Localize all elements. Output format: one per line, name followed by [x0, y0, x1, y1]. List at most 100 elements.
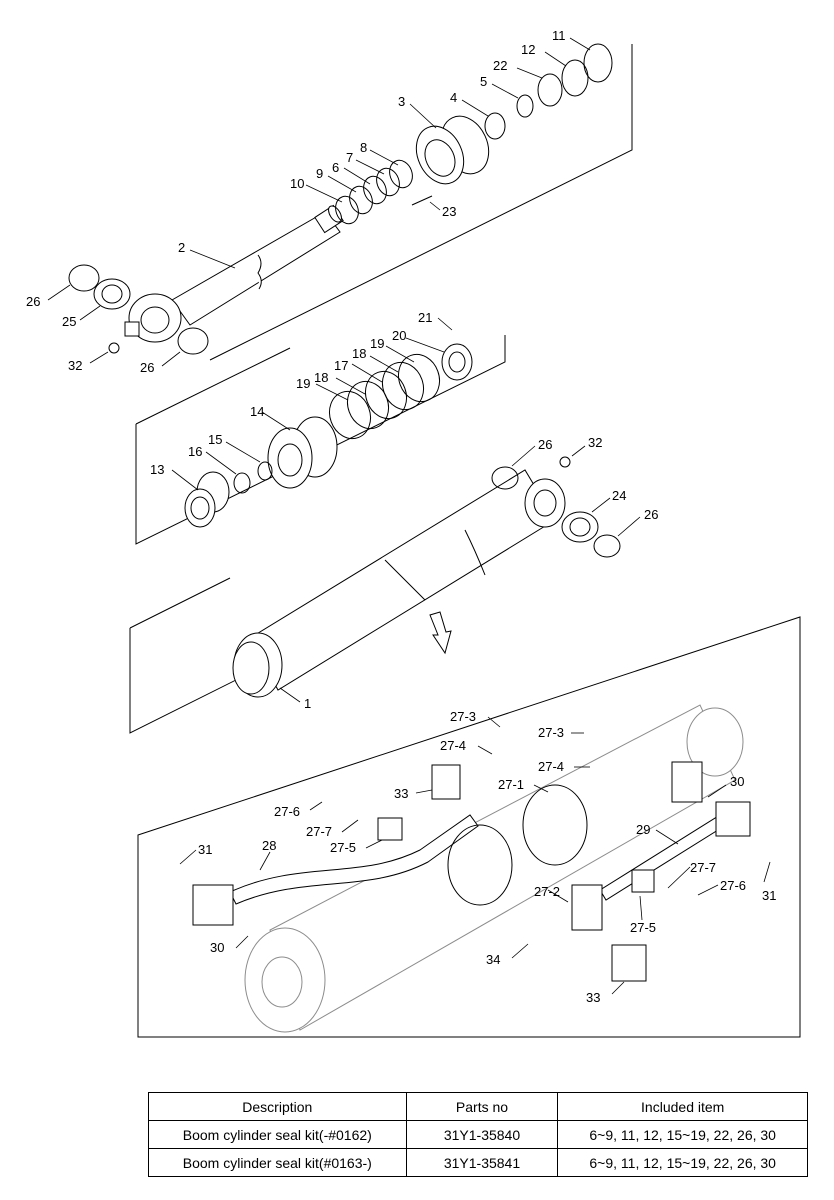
label-27-5b: 27-5 [630, 920, 656, 935]
label-32b: 32 [588, 435, 602, 450]
label-27-2: 27-2 [534, 884, 560, 899]
part-labels: 11 12 22 5 4 3 8 7 6 9 10 23 2 26 25 32 … [26, 28, 776, 1005]
label-30b: 30 [210, 940, 224, 955]
flange-30a [671, 761, 703, 803]
label-20: 20 [392, 328, 406, 343]
ring-26a [68, 264, 100, 292]
ring-11 [583, 43, 613, 83]
cell-description: Boom cylinder seal kit(-#0162) [148, 1120, 407, 1149]
label-26c: 26 [538, 437, 552, 452]
seal-kit-table: Description Parts no Included item Boom … [148, 1092, 808, 1177]
piston-rod [171, 204, 344, 326]
label-24: 24 [612, 488, 626, 503]
label-27-1: 27-1 [498, 777, 524, 792]
label-3: 3 [398, 94, 405, 109]
label-27-6b: 27-6 [720, 878, 746, 893]
grease-nipple-32b [559, 456, 571, 468]
rod-cover-3 [415, 115, 490, 185]
exploded-parts-diagram: 11 12 22 5 4 3 8 7 6 9 10 23 2 26 25 32 … [26, 28, 801, 1038]
cell-parts-no: 31Y1-35840 [405, 1120, 559, 1149]
label-31a: 31 [198, 842, 212, 857]
label-27-3a: 27-3 [450, 709, 476, 724]
rod-seals [335, 159, 413, 225]
ring-12 [561, 59, 589, 97]
label-30a: 30 [730, 774, 744, 789]
grease-nipple-32a [108, 342, 120, 354]
label-13: 13 [150, 462, 164, 477]
piston-14 [267, 416, 338, 489]
label-15: 15 [208, 432, 222, 447]
label-19a: 19 [370, 336, 384, 351]
label-9: 9 [316, 166, 323, 181]
label-27-4b: 27-4 [538, 759, 564, 774]
clamp-33a [431, 764, 461, 800]
label-27-5a: 27-5 [330, 840, 356, 855]
label-27-3b: 27-3 [538, 725, 564, 740]
label-11: 11 [552, 28, 566, 43]
label-32a: 32 [68, 358, 82, 373]
label-2: 2 [178, 240, 185, 255]
label-10: 10 [290, 176, 304, 191]
ring-5 [516, 94, 534, 118]
bushing-4 [484, 112, 506, 140]
table-row: Boom cylinder seal kit(-#0162) 31Y1-3584… [148, 1120, 808, 1149]
ring-15 [257, 461, 273, 481]
label-27-7a: 27-7 [306, 824, 332, 839]
tube-grey-outline [244, 704, 744, 1033]
label-26a: 26 [26, 294, 40, 309]
label-26d: 26 [644, 507, 658, 522]
label-33a: 33 [394, 786, 408, 801]
header-included-item: Included item [557, 1092, 808, 1121]
label-17: 17 [334, 358, 348, 373]
label-18b: 18 [314, 370, 328, 385]
table-row: Boom cylinder seal kit(#0163-) 31Y1-3584… [148, 1148, 808, 1177]
label-28: 28 [262, 838, 276, 853]
panel-tube-assembly [129, 456, 621, 734]
ring-26d [593, 534, 621, 558]
table-header-row: Description Parts no Included item [148, 1092, 808, 1121]
header-description: Description [148, 1092, 407, 1121]
label-7: 7 [346, 150, 353, 165]
label-22: 22 [493, 58, 507, 73]
label-6: 6 [332, 160, 339, 175]
label-27-7b: 27-7 [690, 860, 716, 875]
label-27-4a: 27-4 [440, 738, 466, 753]
ring-22 [537, 73, 563, 107]
label-5: 5 [480, 74, 487, 89]
panel-piston-assembly [135, 335, 506, 545]
ring-26b [177, 327, 209, 355]
cylinder-tube-1 [232, 469, 566, 698]
label-27-6a: 27-6 [274, 804, 300, 819]
rod-eye [124, 293, 182, 343]
label-33b: 33 [586, 990, 600, 1005]
header-parts-no: Parts no [405, 1092, 559, 1121]
label-18a: 18 [352, 346, 366, 361]
block-27-5a [377, 817, 403, 841]
label-14: 14 [250, 404, 264, 419]
label-26b: 26 [140, 360, 154, 375]
cell-parts-no: 31Y1-35841 [405, 1148, 559, 1177]
cushion-13 [184, 471, 230, 528]
cell-included-item: 6~9, 11, 12, 15~19, 22, 26, 30 [557, 1120, 808, 1149]
block-27-5b [631, 869, 655, 893]
pipe-28 [192, 814, 479, 926]
panel-rod-assembly [68, 43, 633, 361]
piston-seals [328, 353, 441, 440]
cell-description: Boom cylinder seal kit(#0163-) [148, 1148, 407, 1177]
label-4: 4 [450, 90, 457, 105]
bolt-23 [411, 195, 433, 206]
panel-pipe-detail [137, 616, 801, 1038]
clamp-33b [611, 944, 647, 982]
label-31b: 31 [762, 888, 776, 903]
label-1: 1 [304, 696, 311, 711]
label-8: 8 [360, 140, 367, 155]
label-16: 16 [188, 444, 202, 459]
ring-16 [233, 472, 251, 494]
label-21: 21 [418, 310, 432, 325]
label-29: 29 [636, 822, 650, 837]
label-23: 23 [442, 204, 456, 219]
band-27-1 [447, 784, 588, 906]
label-34: 34 [486, 952, 500, 967]
label-25: 25 [62, 314, 76, 329]
ring-26c [491, 466, 519, 490]
